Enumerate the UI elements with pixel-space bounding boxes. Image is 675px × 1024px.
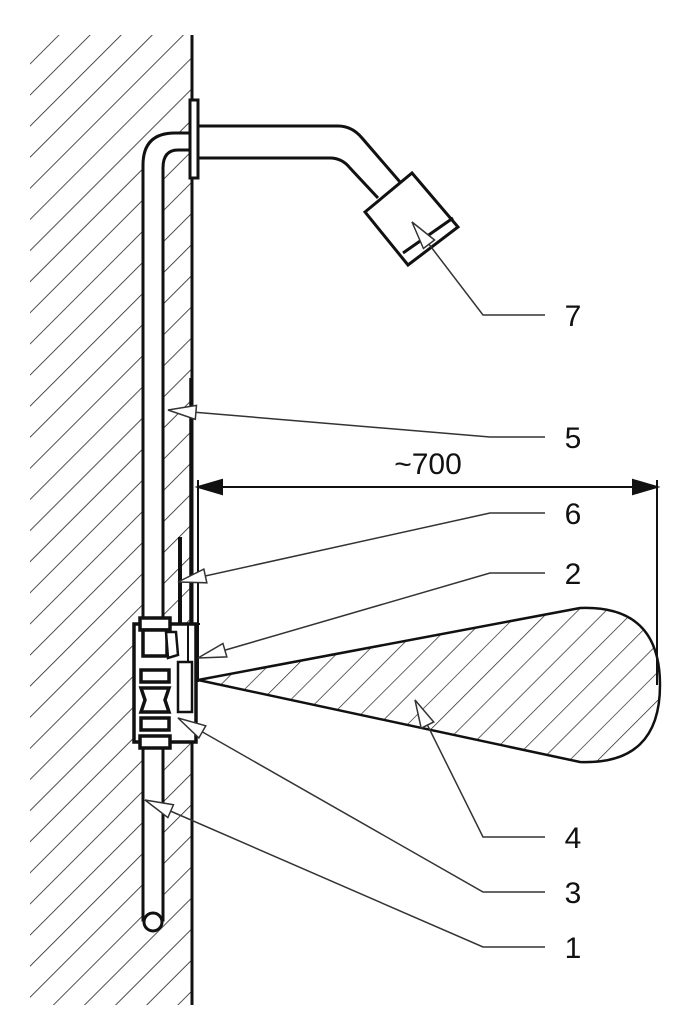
shower-arm — [198, 124, 402, 200]
leader-line — [144, 799, 545, 948]
callout-label: 3 — [565, 877, 582, 910]
callout-label: 2 — [565, 558, 582, 591]
leader-line — [411, 221, 545, 316]
pipe-end — [142, 911, 164, 933]
leader-line — [177, 717, 545, 893]
arrowhead-icon — [144, 799, 175, 819]
arrowhead-icon — [177, 717, 207, 740]
callout-label: 1 — [565, 932, 582, 965]
valve-box — [132, 616, 200, 750]
arrowhead-icon — [411, 221, 436, 250]
callout-label: 6 — [565, 498, 582, 531]
arrowhead-icon — [167, 404, 198, 421]
wall-flange — [188, 98, 200, 180]
arrowhead-icon — [177, 568, 208, 584]
detection-zone — [197, 606, 662, 764]
arrowhead-icon — [197, 642, 228, 659]
dimension-label: ~700 — [394, 448, 462, 481]
callout-6: 6 — [177, 498, 582, 584]
callout-7: 7 — [411, 221, 582, 333]
callout-label: 5 — [565, 422, 582, 455]
wall — [30, 35, 194, 1005]
leader-line — [167, 409, 545, 438]
arrowhead-icon — [414, 699, 435, 730]
callout-label: 4 — [565, 822, 582, 855]
callout-label: 7 — [565, 300, 582, 333]
callout-1: 1 — [144, 799, 582, 965]
shower-head — [362, 170, 461, 268]
leader-line — [197, 572, 545, 659]
callout-3: 3 — [177, 717, 582, 910]
callout-4: 4 — [414, 699, 582, 855]
callout-5: 5 — [167, 404, 582, 455]
callout-2: 2 — [197, 558, 582, 659]
callouts: 7 5 6 2 4 3 1 — [144, 221, 582, 965]
leader-line — [177, 512, 545, 583]
leader-line — [414, 699, 545, 838]
